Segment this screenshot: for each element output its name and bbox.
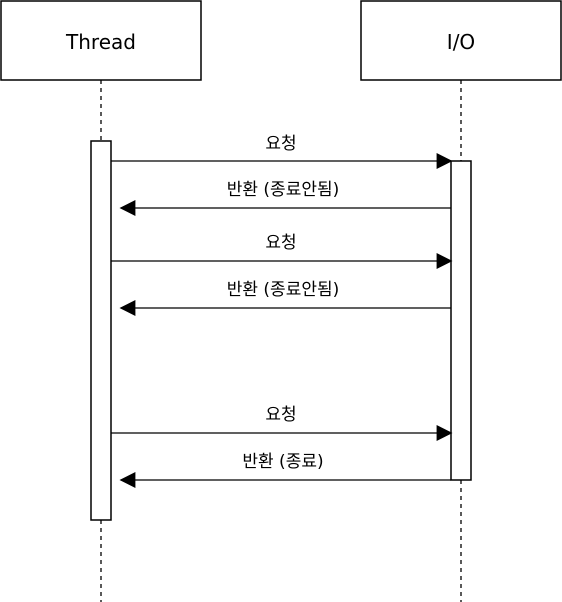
message-label: 요청: [265, 134, 296, 154]
message-label: 반환 (종료안됨): [227, 280, 340, 300]
message-label: 반환 (종료): [242, 452, 323, 472]
message-label: 요청: [265, 405, 296, 425]
thread-activation-bar: [90, 140, 112, 521]
message-request-2: 요청: [111, 233, 453, 269]
message-request-3: 요청: [111, 405, 453, 441]
participant-box: [360, 0, 562, 81]
message-return-3: 반환 (종료): [119, 452, 451, 488]
io-activation-bar: [450, 160, 472, 481]
participant-label: Thread: [65, 30, 136, 54]
message-return-2: 반환 (종료안됨): [119, 280, 451, 316]
participant-box: [0, 0, 202, 81]
message-label: 반환 (종료안됨): [227, 180, 340, 200]
participant-label: I/O: [447, 30, 475, 54]
message-request-1: 요청: [111, 134, 453, 169]
participant-thread: Thread: [0, 0, 202, 81]
participant-io: I/O: [360, 0, 562, 81]
message-label: 요청: [265, 233, 296, 253]
message-return-1: 반환 (종료안됨): [119, 180, 451, 216]
